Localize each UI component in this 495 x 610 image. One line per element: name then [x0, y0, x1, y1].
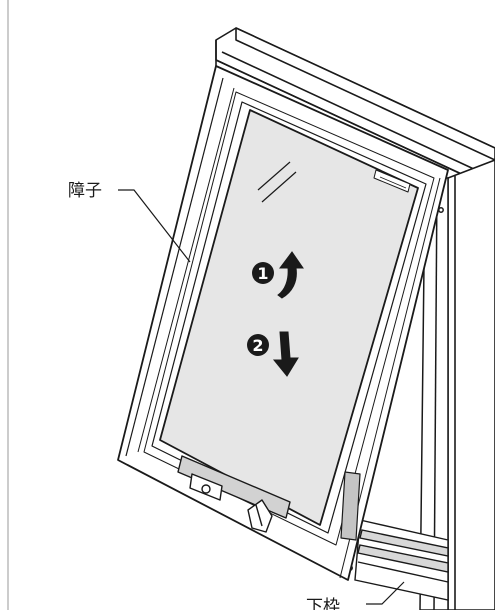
arrow-up-icon [277, 251, 304, 299]
glass-reflection [261, 171, 297, 203]
latch-handle [189, 473, 273, 533]
sash-leader-line [118, 189, 191, 263]
hinge-panel [340, 471, 361, 541]
step-1-marker: 1 [252, 251, 304, 299]
step-2-marker: 2 [247, 331, 299, 377]
bottom-frame-callout: 下枠 [306, 581, 405, 610]
bottom-frame-label: 下枠 [306, 597, 340, 610]
step-1-badge [252, 262, 274, 284]
step-1-number: 1 [257, 264, 268, 283]
outer-frame [215, 27, 495, 610]
bottom-frame-leader-line [366, 581, 405, 605]
label-plate [373, 169, 411, 193]
sash [117, 65, 449, 581]
bottom-rail [354, 519, 449, 601]
arrow-down-icon [272, 331, 299, 377]
glass-reflection [257, 161, 291, 191]
glass-pane [159, 109, 419, 526]
sash-callout: 障子 [68, 181, 191, 263]
step-2-badge [247, 334, 269, 356]
step-2-number: 2 [252, 336, 263, 355]
sash-label: 障子 [68, 181, 102, 201]
